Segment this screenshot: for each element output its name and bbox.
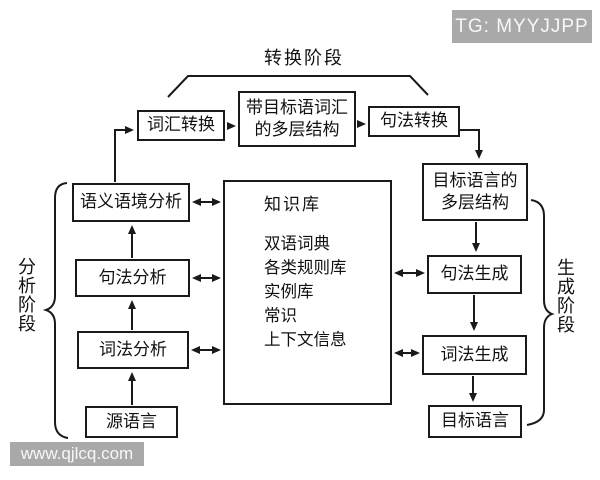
node-target-structure: 目标语言的 多层结构	[422, 163, 528, 221]
knowledge-item-example-base: 实例库	[264, 282, 314, 301]
node-target-lex-structure-line1: 带目标语词汇	[246, 97, 348, 117]
generation-phase-brace	[526, 199, 555, 426]
node-source-language: 源语言	[85, 406, 178, 438]
transfer-phase-label: 转换阶段	[264, 48, 344, 68]
generation-phase-label: 生成阶段	[555, 258, 575, 334]
node-lexical-analysis: 词法分析	[77, 331, 189, 369]
node-target-language: 目标语言	[428, 405, 522, 438]
node-knowledge-base: 知识库 双语词典 各类规则库 实例库 常识 上下文信息	[223, 180, 392, 405]
arrow-semantic-analysis-to-lexical-transfer	[114, 126, 134, 182]
node-syntax-analysis: 句法分析	[75, 259, 190, 297]
analysis-phase-label: 分析阶段	[16, 257, 36, 333]
node-target-structure-line2: 多层结构	[441, 193, 509, 212]
node-target-lex-structure-line2: 的多层结构	[254, 120, 340, 139]
node-lexical-transfer: 词汇转换	[137, 110, 225, 141]
analysis-phase-brace	[42, 182, 69, 439]
arrow-syntax-transfer-to-target-structure	[460, 129, 483, 159]
knowledge-item-bilingual-dictionary: 双语词典	[264, 234, 330, 253]
node-target-structure-line1: 目标语言的	[432, 170, 518, 190]
knowledge-item-common-sense: 常识	[264, 306, 297, 325]
watermark-site-url: www.qjlcq.com	[10, 442, 144, 466]
knowledge-base-list: 双语词典 各类规则库 实例库 常识 上下文信息	[264, 232, 347, 352]
node-semantic-analysis: 语义语境分析	[72, 183, 190, 222]
node-lexical-generation: 词法生成	[422, 335, 527, 375]
node-syntax-transfer: 句法转换	[368, 106, 460, 137]
knowledge-base-title: 知识库	[264, 195, 321, 214]
node-target-lex-structure: 带目标语词汇 的多层结构	[238, 91, 356, 147]
transfer-phase-brace	[167, 75, 429, 98]
watermark-telegram-badge: TG: MYYJJPP	[452, 10, 592, 43]
knowledge-item-context-info: 上下文信息	[264, 330, 347, 349]
knowledge-item-rule-bases: 各类规则库	[264, 258, 347, 277]
node-syntax-generation: 句法生成	[427, 255, 522, 294]
